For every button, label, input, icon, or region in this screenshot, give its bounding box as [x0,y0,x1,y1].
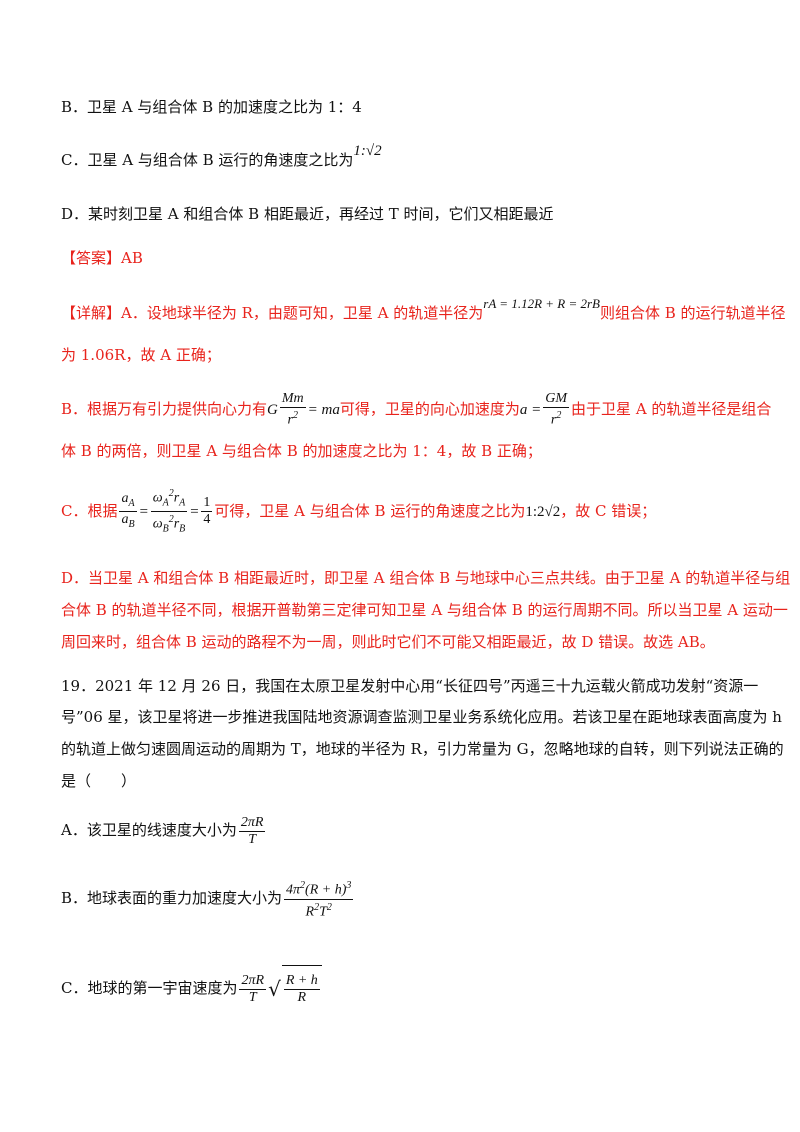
explanation-a-text1: A．设地球半径为 R，由题可知，卫星 A 的轨道半径为 [121,304,484,322]
option-c-prev-math: 1:√2 [353,143,382,159]
option-c-prev: C．卫星 A 与组合体 B 运行的角速度之比为1:√2 [61,143,382,171]
explanation-b-text1: B．根据万有引力提供向心力有 [61,400,268,418]
explanation-b-text2: 可得，卫星的向心加速度为 [339,400,520,418]
question-19-line3: 的轨道上做匀速圆周运动的周期为 T，地球的半径为 R，引力常量为 G，忽略地球的… [61,740,784,758]
explanation-d-line1: D．当卫星 A 和组合体 B 相距最近时，即卫星 A 组合体 B 与地球中心三点… [61,569,791,587]
explanation-d-line2: 合体 B 的轨道半径不同，根据开普勒第三定律可知卫星 A 与组合体 B 的运行周… [61,601,788,619]
explanation-a-text2: 则组合体 B 的运行轨道半径 [600,304,786,322]
option-c-text: C．地球的第一宇宙速度为 [61,979,238,997]
question-19-line2: 号”06 星，该卫星将进一步推进我国陆地资源调查监测卫星业务系统化应用。若该卫星… [61,708,782,726]
explanation-a-formula: rA = 1.12R + R = 2rB [483,296,600,311]
question-19-line1: 19．2021 年 12 月 26 日，我国在太原卫星发射中心用“长征四号”丙遥… [61,677,759,695]
explanation-c-ratio: 1:2√2 [525,503,561,520]
explanation-b-line2: 体 B 的两倍，则卫星 A 与组合体 B 的加速度之比为 1：4，故 B 正确； [61,442,542,460]
explanation-c-text2: 可得，卫星 A 与组合体 B 运行的角速度之比为 [214,501,526,520]
explanation-b-text3: 由于卫星 A 的轨道半径是组合 [571,400,772,418]
explanation-c-text3: ，故 C 错误； [560,501,657,520]
explanation-c-text1: C．根据 [61,501,118,520]
option-a-text: A．该卫星的线速度大小为 [61,821,237,839]
option-c-prev-text: C．卫星 A 与组合体 B 运行的角速度之比为 [61,151,354,169]
answer-label: 【答案】 [61,249,122,267]
option-d-prev: D．某时刻卫星 A 和组合体 B 相距最近，再经过 T 时间，它们又相距最近 [61,205,554,223]
explanation-label: 【详解】 [61,304,122,322]
question-19-line4: 是（ ） [61,772,137,790]
answer-line: 【答案】AB [61,248,143,268]
explanation-a-line2: 为 1.06R，故 A 正确； [61,346,221,364]
sqrt-sign-icon: √ [268,977,281,1001]
option-b-prev: B．卫星 A 与组合体 B 的加速度之比为 1：4 [61,98,362,116]
explanation-a-line1: 【详解】A．设地球半径为 R，由题可知，卫星 A 的轨道半径为rA = 1.12… [61,296,786,324]
option-b-text: B．地球表面的重力加速度大小为 [61,889,283,907]
answer-value: AB [121,249,143,267]
explanation-d-line3: 周回来时，组合体 B 运动的路程不为一周，则此时它们不可能又相距最近，故 D 错… [61,633,715,651]
